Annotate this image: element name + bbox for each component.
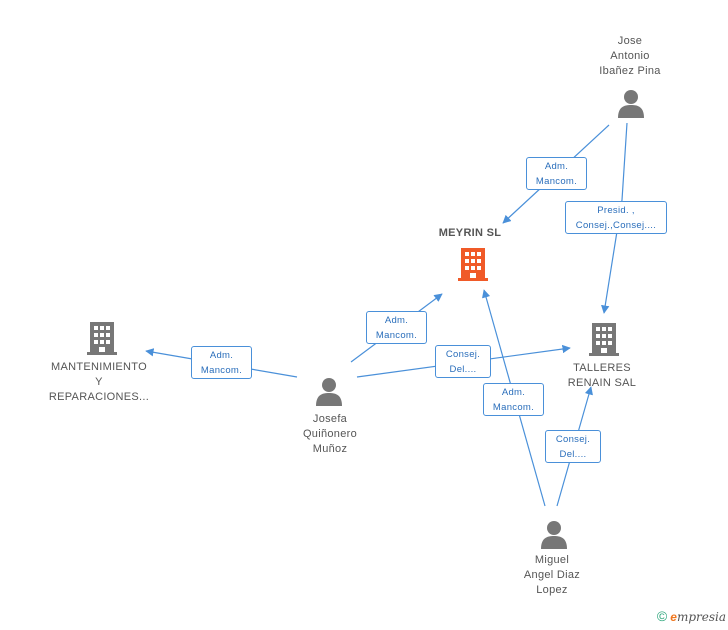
edge-label-miguel-meyrin[interactable]: Adm. Mancom. — [483, 383, 544, 416]
node-label-miguel[interactable]: Miguel Angel Diaz Lopez — [523, 554, 581, 596]
person-icon[interactable] — [539, 519, 569, 549]
brand-logo-text: mpresia — [676, 610, 726, 624]
person-icon[interactable] — [616, 88, 646, 118]
edge-label-miguel-talleres[interactable]: Consej. Del.... — [545, 430, 601, 463]
building-icon[interactable] — [87, 320, 117, 356]
copyright-symbol: © — [656, 608, 668, 624]
node-label-josefa[interactable]: Josefa Quiñonero Muñoz — [302, 413, 358, 455]
edge-label-josefa-meyrin[interactable]: Adm. Mancom. — [366, 311, 427, 344]
edge-line-jose-talleres — [601, 122, 628, 314]
building-icon[interactable] — [589, 321, 619, 357]
node-label-mantenimiento[interactable]: MANTENIMIENTO Y REPARACIONES... — [48, 361, 150, 403]
footer-brand: ©empresia — [657, 608, 726, 624]
edge-label-josefa-talleres[interactable]: Consej. Del.... — [435, 345, 491, 378]
node-label-meyrin[interactable]: MEYRIN SL — [438, 227, 502, 239]
building-icon[interactable] — [458, 246, 488, 282]
node-label-talleres[interactable]: TALLERES RENAIN SAL — [567, 362, 637, 389]
node-label-jose[interactable]: Jose Antonio Ibañez Pina — [599, 35, 661, 77]
person-icon[interactable] — [314, 376, 344, 406]
edge-label-jose-talleres[interactable]: Presid. , Consej.,Consej.... — [565, 201, 667, 234]
edge-label-josefa-mantenimiento[interactable]: Adm. Mancom. — [191, 346, 252, 379]
edge-label-jose-meyrin[interactable]: Adm. Mancom. — [526, 157, 587, 190]
brand-logo-e: e — [670, 610, 677, 624]
